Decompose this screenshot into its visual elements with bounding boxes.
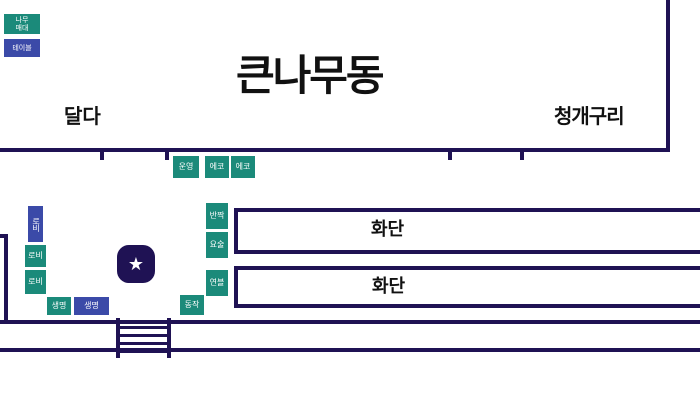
star-icon: ★ (127, 253, 145, 275)
booth-robi-3[interactable]: 로비 (25, 270, 46, 294)
stairs-step (116, 350, 171, 353)
building-right-wall (666, 0, 670, 152)
stairs-step (116, 334, 171, 337)
stairs-step (116, 342, 171, 345)
stairs (116, 318, 172, 358)
booth-eco-2[interactable]: 에코 (231, 156, 255, 178)
booth-eco-1[interactable]: 에코 (205, 156, 229, 178)
wall-tick (100, 148, 104, 160)
stairs-step (116, 326, 171, 329)
legend-table: 테이블 (4, 39, 40, 57)
booth-yeonbeul[interactable]: 연블 (206, 270, 228, 296)
stairs-rail-left (116, 318, 120, 358)
wall-tick (448, 148, 452, 160)
wall-tick (520, 148, 524, 160)
road-line-upper (0, 320, 700, 324)
booth-saengmyeong-1[interactable]: 생명 (47, 297, 71, 315)
label-cheonggaeguri: 청개구리 (554, 104, 625, 128)
stairs-rail-right (167, 318, 171, 358)
booth-dongjak[interactable]: 동작 (180, 295, 204, 315)
label-dalda: 달다 (64, 104, 101, 128)
booth-banjjak[interactable]: 반짝 (206, 203, 228, 229)
booth-operation[interactable]: 운영 (173, 156, 199, 178)
building-title: 큰나무동 (236, 51, 385, 100)
left-wall-segment (4, 234, 8, 324)
wall-tick (165, 148, 169, 160)
flower-bed-upper (234, 208, 700, 254)
flower-bed-lower-label: 화단 (372, 276, 406, 297)
road-line-lower (0, 348, 700, 352)
booth-saengmyeong-2[interactable]: 생명 (74, 297, 109, 315)
legend-wood-stand: 나무 매대 (4, 14, 40, 34)
current-location-marker[interactable]: ★ (117, 245, 155, 283)
left-wall-cap (0, 234, 8, 238)
building-bottom-wall (0, 148, 670, 152)
booth-robi-2[interactable]: 로비 (25, 245, 46, 267)
booth-yosul[interactable]: 요술 (206, 232, 228, 258)
booth-robi-1[interactable]: 로비 (28, 206, 43, 242)
flower-bed-lower (234, 266, 700, 308)
flower-bed-upper-label: 화단 (371, 219, 405, 240)
